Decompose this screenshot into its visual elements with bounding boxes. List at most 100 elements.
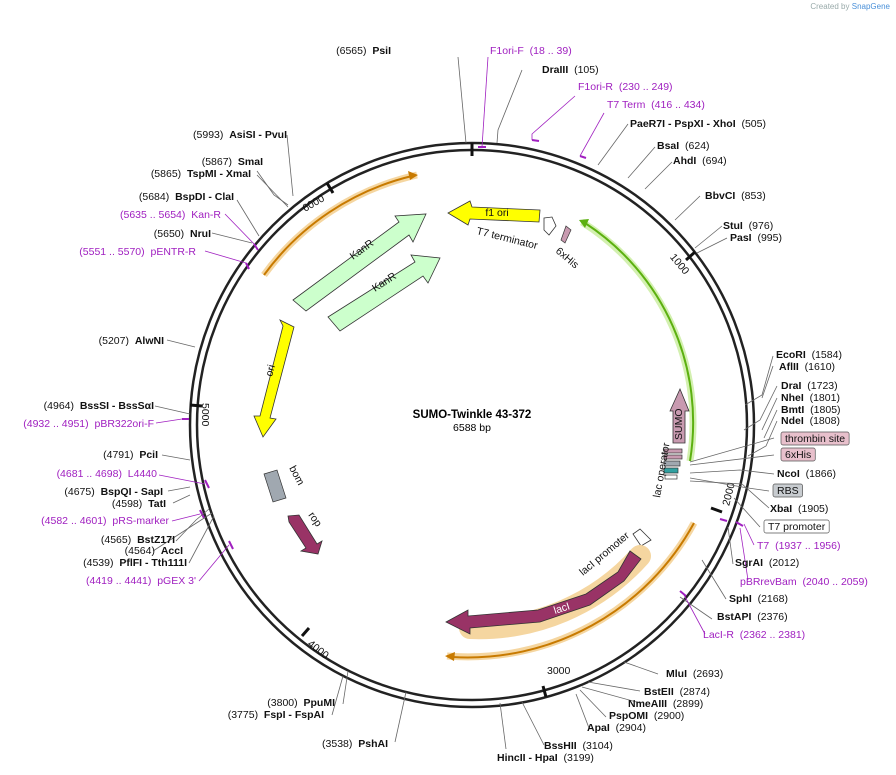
label-asisi: (5993) AsiSI - PvuI xyxy=(193,129,287,141)
site-sphi[interactable]: SphI (2168) xyxy=(729,593,788,605)
site-ppumi[interactable]: (3800) PpuMI xyxy=(267,697,335,709)
ori-feature[interactable] xyxy=(253,319,295,438)
site-pshai[interactable]: (3538) PshAI xyxy=(322,738,388,750)
site-thrombin[interactable]: thrombin site xyxy=(780,431,850,446)
site-kanr[interactable]: (5635 .. 5654) Kan-R xyxy=(120,209,221,221)
label-ppumi-a: (3800) xyxy=(267,697,297,709)
label-prsmarker: (4582 .. 4601) pRS-marker xyxy=(41,515,169,527)
site-bsteii[interactable]: BstEII (2874) xyxy=(644,686,710,698)
label-pgex-q: (4419 .. 4441) xyxy=(86,575,151,587)
site-t7term[interactable]: T7 Term (416 .. 434) xyxy=(607,99,705,111)
site-xbai[interactable]: XbaI (1905) xyxy=(770,503,828,515)
kanr-feature-1[interactable] xyxy=(292,213,427,312)
feature-tag-box-thrombin xyxy=(780,431,850,446)
ori-label: ori xyxy=(263,363,278,377)
site-ecori[interactable]: EcoRI (1584) xyxy=(776,349,842,361)
site-asisi[interactable]: (5993) AsiSI - PvuI xyxy=(193,129,287,141)
site-t7prom[interactable]: T7 promoter xyxy=(763,519,830,534)
site-nhei[interactable]: NheI (1801) xyxy=(781,392,840,404)
site-pbr322[interactable]: (4932 .. 4951) pBR322ori-F xyxy=(23,418,154,430)
label-pshai: (3538) PshAI xyxy=(322,738,388,750)
site-ncoi[interactable]: NcoI (1866) xyxy=(777,468,836,480)
site-pgex[interactable]: (4419 .. 4441) pGEX 3' xyxy=(86,575,196,587)
site-hincii[interactable]: HincII - HpaI (3199) xyxy=(497,752,594,764)
label-kanr-p: Kan-R xyxy=(185,209,221,221)
site-bbvci[interactable]: BbvCI (853) xyxy=(705,190,766,202)
label-lacir-q: (2362 .. 2381) xyxy=(734,629,805,641)
site-pflfi[interactable]: (4539) PflFI - Tth111I xyxy=(83,557,187,569)
label-nrui-a: (5650) xyxy=(154,228,184,240)
label-ndei-a: (1808) xyxy=(804,415,840,427)
rop-feature[interactable] xyxy=(287,514,323,555)
site-bmti[interactable]: BmtI (1805) xyxy=(781,404,841,416)
site-psi[interactable]: (6565) PsiI xyxy=(336,45,391,57)
site-prsmarker[interactable]: (4582 .. 4601) pRS-marker xyxy=(41,515,169,527)
6xhis-feature[interactable] xyxy=(560,225,572,244)
site-pasi[interactable]: PasI (995) xyxy=(730,232,782,244)
tick-5000: 5000 xyxy=(199,403,211,427)
sumo-feature[interactable] xyxy=(669,387,690,444)
site-pcii[interactable]: (4791) PciI xyxy=(103,449,158,461)
site-pbrrev[interactable]: pBRrevBam (2040 .. 2059) xyxy=(740,576,868,588)
f1-ori-feature[interactable] xyxy=(447,200,541,226)
site-nmeaiii[interactable]: NmeAIII (2899) xyxy=(628,698,703,710)
bom-feature[interactable] xyxy=(263,469,287,503)
snapgene-credit: Created by SnapGene xyxy=(810,2,890,11)
site-pspomi[interactable]: PspOMI (2900) xyxy=(609,710,684,722)
primer-leaders xyxy=(155,56,755,635)
label-nrui-b: NruI xyxy=(184,228,211,240)
label-pgex: (4419 .. 4441) pGEX 3' xyxy=(86,575,196,587)
site-his6[interactable]: 6xHis xyxy=(780,447,816,462)
site-tati[interactable]: (4598) TatI xyxy=(112,498,166,510)
label-xbai: XbaI (1905) xyxy=(770,503,828,515)
site-lacir[interactable]: LacI-R (2362 .. 2381) xyxy=(703,629,805,641)
site-bspdi[interactable]: (5684) BspDI - ClaI xyxy=(139,191,234,203)
site-t7[interactable]: T7 (1937 .. 1956) xyxy=(757,540,840,552)
site-drai[interactable]: DraI (1723) xyxy=(781,380,838,392)
label-sphi-a: (2168) xyxy=(752,593,788,605)
feature-tag-thrombin: thrombin site xyxy=(785,433,845,445)
lac-operator-feature[interactable] xyxy=(663,467,679,474)
thrombin-site-feature[interactable] xyxy=(663,448,683,454)
site-bstapi[interactable]: BstAPI (2376) xyxy=(717,611,788,623)
label-nmeaiii: NmeAIII (2899) xyxy=(628,698,703,710)
t7-promoter-feature[interactable] xyxy=(664,474,678,480)
laci-feature[interactable] xyxy=(445,550,642,635)
site-ndei[interactable]: NdeI (1808) xyxy=(781,415,840,427)
site-apai[interactable]: ApaI (2904) xyxy=(587,722,646,734)
site-pentr[interactable]: (5551 .. 5570) pENTR-R xyxy=(79,246,196,258)
site-l4440[interactable]: (4681 .. 4698) L4440 xyxy=(57,468,158,480)
site-fspi[interactable]: (3775) FspI - FspAI xyxy=(228,709,324,721)
site-rbs[interactable]: RBS xyxy=(772,483,803,498)
site-f1orir[interactable]: F1ori-R (230 .. 249) xyxy=(578,81,673,93)
credit-prefix: Created by xyxy=(810,2,850,11)
site-paer7i[interactable]: PaeR7I - PspXI - XhoI (505) xyxy=(630,118,766,130)
site-aflii[interactable]: AflII (1610) xyxy=(779,361,835,373)
label-nhei-b: NheI xyxy=(781,392,804,404)
rbs-feature[interactable] xyxy=(663,460,681,467)
his-tag-feature[interactable] xyxy=(663,454,683,460)
label-fspi: (3775) FspI - FspAI xyxy=(228,709,324,721)
site-bstz17i[interactable]: (4565) BstZ17I xyxy=(101,534,175,546)
t7-terminator-feature[interactable] xyxy=(543,216,557,236)
site-sgrai[interactable]: SgrAI (2012) xyxy=(735,557,799,569)
site-f1orif[interactable]: F1ori-F (18 .. 39) xyxy=(490,45,572,57)
label-pbrrev-p: pBRrevBam xyxy=(740,576,797,588)
kanr-feature-2[interactable] xyxy=(327,254,441,332)
label-bspqi-a: (4675) xyxy=(64,486,94,498)
site-bsshii[interactable]: BssHII (3104) xyxy=(544,740,613,752)
site-smai[interactable]: (5867) SmaI xyxy=(202,156,263,168)
site-alwni[interactable]: (5207) AlwNI xyxy=(99,335,164,347)
site-stui[interactable]: StuI (976) xyxy=(723,220,773,232)
site-bspqi[interactable]: (4675) BspQI - SapI xyxy=(64,486,163,498)
label-paer7i: PaeR7I - PspXI - XhoI (505) xyxy=(630,118,766,130)
site-mlui[interactable]: MluI (2693) xyxy=(666,668,723,680)
site-bsai[interactable]: BsaI (624) xyxy=(657,140,710,152)
site-draiii[interactable]: DraIII (105) xyxy=(542,64,599,76)
site-acci[interactable]: (4564) AccI xyxy=(125,545,183,557)
site-ahdi[interactable]: AhdI (694) xyxy=(673,155,727,167)
site-nrui[interactable]: (5650) NruI xyxy=(154,228,211,240)
site-bsssi[interactable]: (4964) BssSI - BssSαI xyxy=(44,400,154,412)
laci-promoter-feature[interactable] xyxy=(632,528,652,547)
site-tspmi[interactable]: (5865) TspMI - XmaI xyxy=(151,168,251,180)
